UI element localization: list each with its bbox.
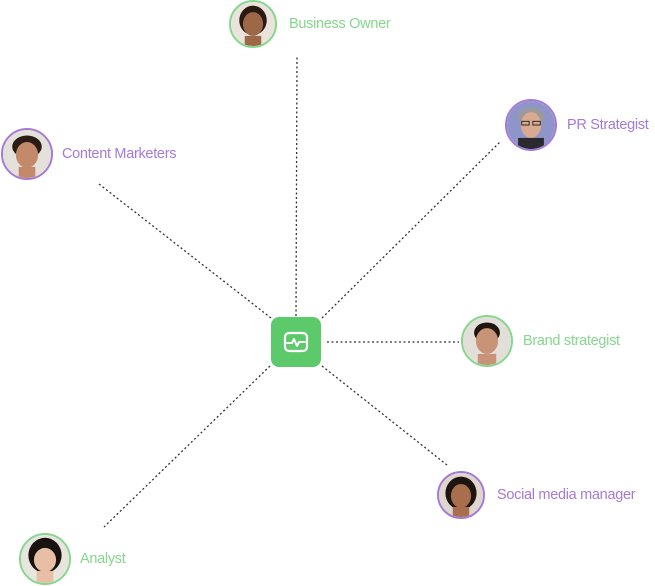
- persona-label: Business Owner: [289, 16, 391, 32]
- connector-analyst: [103, 365, 271, 528]
- hub-app-icon[interactable]: [271, 317, 321, 367]
- connector-pr-strategist: [321, 140, 502, 319]
- persona-label: PR Strategist: [567, 117, 649, 133]
- persona-pr-strategist[interactable]: PR Strategist: [505, 99, 649, 151]
- avatar: [1, 128, 53, 180]
- connector-social-media-manager: [321, 365, 448, 466]
- persona-business-owner[interactable]: Business Owner: [229, 0, 391, 48]
- persona-content-marketers[interactable]: Content Marketers: [1, 128, 176, 180]
- persona-label: Analyst: [80, 551, 126, 567]
- persona-label: Brand strategist: [523, 333, 620, 349]
- avatar: [437, 471, 485, 519]
- activity-pulse-icon: [283, 331, 309, 353]
- persona-label: Content Marketers: [62, 146, 177, 162]
- persona-label: Social media manager: [497, 487, 636, 503]
- connector-content-marketers: [98, 183, 272, 319]
- avatar: [461, 315, 513, 367]
- persona-analyst[interactable]: Analyst: [19, 533, 126, 585]
- avatar: [229, 0, 277, 48]
- avatar: [19, 533, 71, 585]
- persona-social-media-manager[interactable]: Social media manager: [437, 471, 636, 519]
- connector-business-owner: [295, 54, 298, 317]
- persona-brand-strategist[interactable]: Brand strategist: [461, 315, 620, 367]
- avatar: [505, 99, 557, 151]
